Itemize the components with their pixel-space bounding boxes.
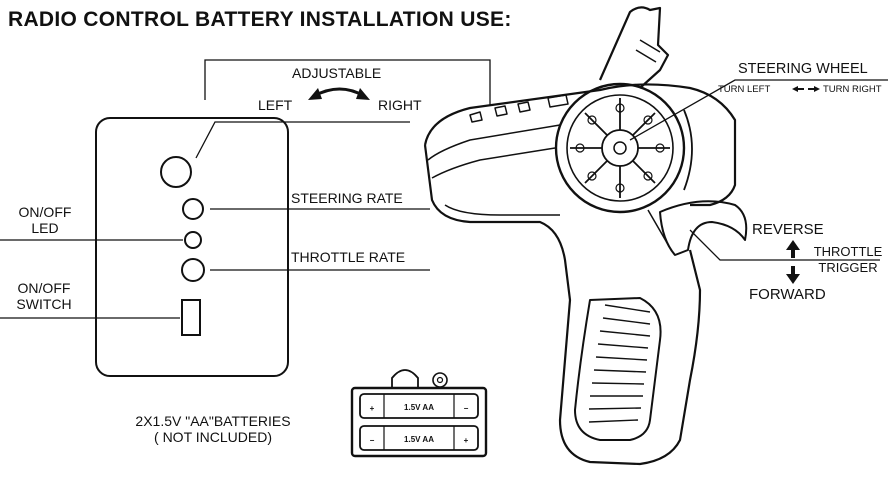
label-steering-wheel: STEERING WHEEL	[738, 61, 868, 77]
throttle-arrows	[786, 240, 800, 284]
label-onoff-switch-line1: ON/OFF	[17, 280, 71, 296]
battery-cell-top	[359, 393, 479, 419]
battery-bottom-label: 1.5V AA	[404, 435, 434, 444]
label-throttle-trigger: THROTTLE TRIGGER	[806, 244, 890, 276]
label-onoff-switch-line2: SWITCH	[16, 296, 72, 312]
page-title: RADIO CONTROL BATTERY INSTALLATION USE:	[8, 8, 512, 31]
label-onoff-led-line2: LED	[31, 220, 59, 236]
throttle-rate-knob	[181, 258, 205, 282]
label-reverse: REVERSE	[752, 221, 824, 238]
adjust-arrow	[308, 87, 370, 100]
battery-cell-bottom	[359, 425, 479, 451]
turn-arrows	[792, 86, 820, 92]
battery-bottom-minus: −	[370, 436, 375, 445]
battery-top-plus: +	[370, 404, 375, 413]
battery-bottom-plus: +	[464, 436, 469, 445]
label-right: RIGHT	[378, 97, 422, 113]
label-turn-left: TURN LEFT	[718, 84, 771, 95]
transmitter-illustration	[423, 6, 748, 466]
label-forward: FORWARD	[749, 286, 826, 303]
label-turn-right: TURN RIGHT	[823, 84, 882, 95]
label-onoff-led: ON/OFF LED	[10, 204, 80, 236]
control-panel	[95, 117, 289, 377]
label-left: LEFT	[258, 97, 293, 113]
battery-top-minus: −	[464, 404, 469, 413]
battery-labels: + 1.5V AA − − 1.5V AA +	[370, 403, 469, 445]
battery-top-label: 1.5V AA	[404, 403, 434, 412]
onoff-switch	[181, 299, 201, 336]
onoff-led	[184, 231, 202, 249]
steering-rate-knob	[182, 198, 204, 220]
label-batteries-line2: ( NOT INCLUDED)	[154, 429, 272, 445]
label-steering-rate: STEERING RATE	[291, 190, 403, 206]
label-throttle-trigger-line1: THROTTLE	[813, 244, 883, 259]
label-batteries: 2X1.5V "AA"BATTERIES ( NOT INCLUDED)	[108, 413, 318, 445]
label-throttle-trigger-line2: TRIGGER	[818, 260, 878, 275]
label-onoff-switch: ON/OFF SWITCH	[4, 280, 84, 312]
control-panel-outline	[95, 117, 289, 377]
label-onoff-led-line1: ON/OFF	[18, 204, 72, 220]
battery-holder	[350, 369, 488, 458]
label-batteries-line1: 2X1.5V "AA"BATTERIES	[135, 413, 291, 429]
steering-trim-knob	[160, 156, 192, 188]
label-adjustable: ADJUSTABLE	[292, 65, 382, 81]
label-throttle-rate: THROTTLE RATE	[291, 249, 406, 265]
leader-lines	[0, 59, 888, 319]
